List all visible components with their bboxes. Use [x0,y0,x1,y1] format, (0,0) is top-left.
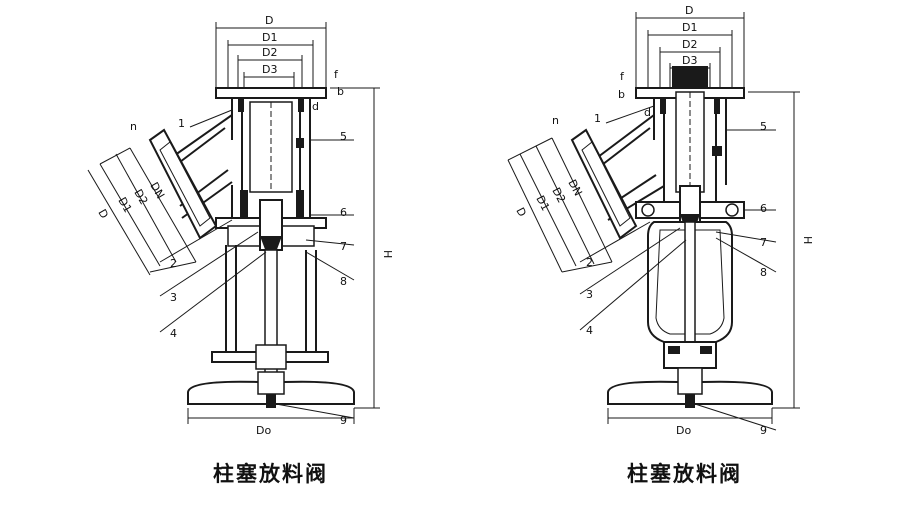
callout-3: 3 [170,291,177,304]
caption-right: 柱塞放料阀 [627,462,742,486]
dim-d-label: D [265,14,273,27]
dim-f-label: f [620,70,625,83]
callout-5: 5 [340,130,347,143]
dim-do-label: Do [256,424,271,437]
dim-d-label: D [685,4,693,17]
callout-5: 5 [760,120,767,133]
callout-2: 2 [586,256,593,269]
callout-3: 3 [586,288,593,301]
callout-4: 4 [170,327,177,340]
dim-d1-angle-label: D1 [115,195,134,215]
dim-d3-label: D3 [682,54,697,67]
dim-d2-angle-label: D2 [549,185,568,205]
dim-d2-label: D2 [262,46,277,59]
callout-8: 8 [760,266,767,279]
callout-8: 8 [340,275,347,288]
dim-d2-angle-label: D2 [131,187,150,207]
dim-d-small-label: d [644,106,651,119]
dim-b-label: b [337,85,344,98]
dim-f-label: f [334,68,339,81]
dim-d1-angle-label: D1 [533,193,552,213]
dim-d-angle-label: D [95,207,111,221]
dim-d2-label: D2 [682,38,697,51]
valve-drawing-right: D D1 D2 D3 f b d [507,4,814,437]
dim-d1-label: D1 [682,21,697,34]
dim-d-angle-label: D [513,205,528,219]
dim-dn-label: DN [565,177,584,198]
caption-left: 柱塞放料阀 [213,462,328,486]
dim-h-label: H [381,250,394,258]
callout-6: 6 [340,206,347,219]
dim-d-small-label: d [312,100,319,113]
callout-7: 7 [760,236,767,249]
dim-h-label: H [801,236,814,244]
callout-9: 9 [760,424,767,437]
dim-b-label: b [618,88,625,101]
callout-6: 6 [760,202,767,215]
dim-n-label: n [130,120,137,133]
callout-1: 1 [594,112,601,125]
dim-d1-label: D1 [262,31,277,44]
dim-do-label: Do [676,424,691,437]
valve-drawing-left: D D1 D2 D3 f b d [87,14,394,437]
dim-d3-label: D3 [262,63,277,76]
callout-9: 9 [340,414,347,427]
callout-1: 1 [178,117,185,130]
callout-2: 2 [170,257,177,270]
callout-7: 7 [340,240,347,253]
callout-4: 4 [586,324,593,337]
dim-n-label: n [552,114,559,127]
